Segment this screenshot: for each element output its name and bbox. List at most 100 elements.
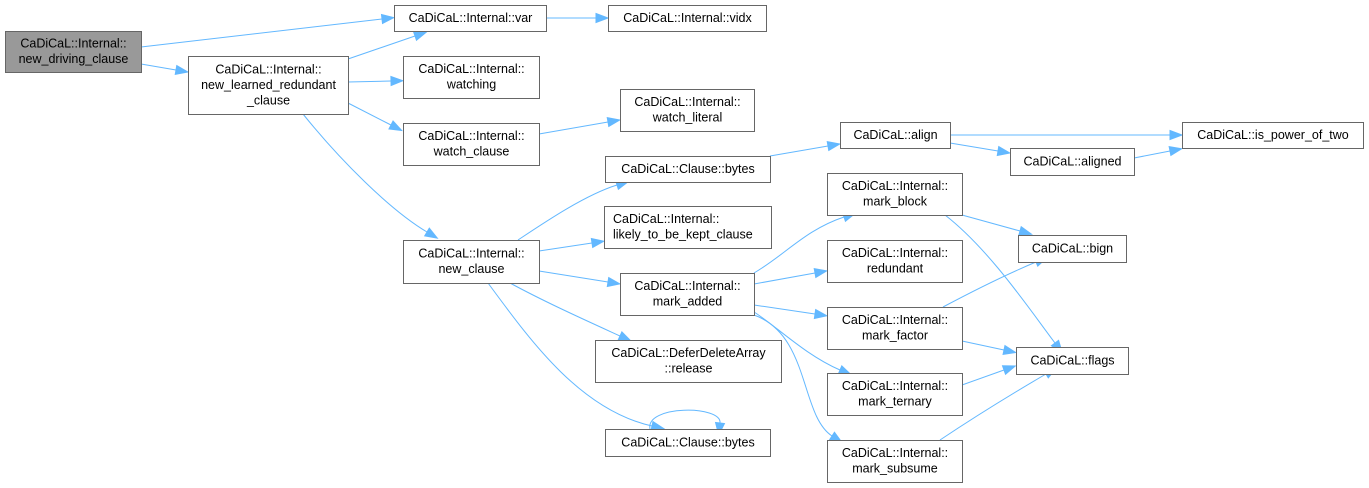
- node-align[interactable]: CaDiCaL::align: [840, 122, 951, 149]
- node-label: ::release: [665, 362, 713, 376]
- edge-line: [949, 142, 999, 152]
- edge-mark-added-to-redundant: [753, 267, 829, 285]
- node-watch-literal[interactable]: CaDiCaL::Internal::watch_literal: [620, 89, 755, 132]
- arrowhead-icon: [590, 237, 606, 249]
- arrowhead-icon: [380, 13, 396, 25]
- node-label: CaDiCaL::Internal::: [634, 279, 740, 293]
- node-label: watching: [446, 78, 496, 92]
- node-mark-block[interactable]: CaDiCaL::Internal::mark_block: [827, 173, 963, 216]
- edge-line: [140, 63, 177, 71]
- node-box[interactable]: [604, 206, 772, 249]
- edge-line: [769, 145, 829, 157]
- node-vidx[interactable]: CaDiCaL::Internal::vidx: [608, 5, 767, 32]
- edge-line: [939, 373, 1047, 441]
- edge-mark-ternary-to-flags: [961, 365, 1017, 386]
- node-box[interactable]: [827, 307, 963, 350]
- node-box[interactable]: [403, 56, 540, 99]
- node-label: new_driving_clause: [19, 52, 129, 66]
- node-box[interactable]: [403, 123, 540, 166]
- edge-mark-added-to-mark-factor: [753, 304, 829, 320]
- node-label: CaDiCaL::Internal::var: [409, 11, 533, 25]
- node-label: new_clause: [438, 262, 504, 276]
- node-box[interactable]: [605, 156, 771, 183]
- node-mark-ternary[interactable]: CaDiCaL::Internal::mark_ternary: [827, 373, 963, 416]
- edge-align-to-is-power-of-two: [950, 129, 1184, 141]
- edge-new-learned-redundant-clause-to-watching: [347, 75, 405, 87]
- node-box[interactable]: [827, 173, 963, 216]
- node-box[interactable]: [840, 122, 951, 149]
- node-label: CaDiCaL::aligned: [1024, 154, 1122, 168]
- edge-line: [347, 80, 392, 83]
- arrowhead-icon: [1002, 344, 1018, 356]
- arrowhead-icon: [826, 140, 842, 152]
- arrowhead-icon: [595, 12, 610, 24]
- node-box[interactable]: [827, 240, 963, 283]
- edge-new-learned-redundant-clause-to-new-clause: [302, 113, 439, 239]
- node-box[interactable]: [827, 373, 963, 416]
- node-box[interactable]: [403, 240, 540, 284]
- edge-line: [753, 304, 816, 315]
- node-label: CaDiCaL::Clause::bytes: [621, 162, 754, 176]
- arrowhead-icon: [423, 227, 439, 239]
- edge-line: [487, 282, 653, 427]
- node-label: CaDiCaL::Internal::: [418, 62, 524, 76]
- arrowhead-icon: [606, 276, 622, 288]
- node-box[interactable]: [1016, 347, 1129, 375]
- node-box[interactable]: [1182, 122, 1364, 149]
- node-box[interactable]: [620, 273, 755, 316]
- node-mark-factor[interactable]: CaDiCaL::Internal::mark_factor: [827, 307, 963, 350]
- node-mark-added[interactable]: CaDiCaL::Internal::mark_added: [620, 273, 755, 316]
- node-defer-release[interactable]: CaDiCaL::DeferDeleteArray::release: [595, 340, 782, 383]
- node-new-driving-clause: CaDiCaL::Internal::new_driving_clause: [5, 31, 142, 73]
- node-box[interactable]: [394, 5, 547, 32]
- edge-mark-factor-to-flags: [961, 340, 1018, 356]
- edge-new-clause-to-likely-to-be-kept-clause: [538, 237, 606, 252]
- node-mark-subsume[interactable]: CaDiCaL::Internal::mark_subsume: [827, 440, 963, 483]
- edge-line: [517, 184, 618, 241]
- node-box[interactable]: [608, 5, 767, 32]
- node-new-learned-redundant-clause[interactable]: CaDiCaL::Internal::new_learned_redundant…: [188, 56, 349, 115]
- node-var[interactable]: CaDiCaL::Internal::var: [394, 5, 547, 32]
- nodes-layer: CaDiCaL::Internal::new_driving_clauseCaD…: [5, 5, 1364, 483]
- node-box[interactable]: [188, 56, 349, 115]
- node-box[interactable]: [620, 89, 755, 132]
- node-label: CaDiCaL::Internal::: [842, 246, 948, 260]
- edge-new-driving-clause-to-var: [140, 13, 396, 48]
- node-bign[interactable]: CaDiCaL::bign: [1018, 235, 1127, 263]
- edge-line: [961, 340, 1005, 351]
- edge-var-to-vidx: [546, 12, 610, 24]
- node-clause-bytes-top[interactable]: CaDiCaL::Clause::bytes: [605, 156, 771, 183]
- node-aligned[interactable]: CaDiCaL::aligned: [1010, 148, 1135, 176]
- node-watching[interactable]: CaDiCaL::Internal::watching: [403, 56, 540, 99]
- edge-line: [1133, 150, 1171, 159]
- node-label: CaDiCaL::Internal::: [20, 37, 126, 51]
- node-label: watch_literal: [652, 111, 722, 125]
- node-likely-to-be-kept-clause[interactable]: CaDiCaL::Internal::likely_to_be_kept_cla…: [604, 206, 772, 249]
- node-label: redundant: [867, 262, 924, 276]
- node-box[interactable]: [827, 440, 963, 483]
- edge-new-clause-to-defer-release: [509, 282, 633, 342]
- node-redundant[interactable]: CaDiCaL::Internal::redundant: [827, 240, 963, 283]
- node-box[interactable]: [1018, 235, 1127, 263]
- node-clause-bytes-bottom[interactable]: CaDiCaL::Clause::bytes: [605, 429, 771, 457]
- edge-line: [347, 102, 392, 126]
- node-box[interactable]: [1010, 148, 1135, 176]
- node-watch-clause[interactable]: CaDiCaL::Internal::watch_clause: [403, 123, 540, 166]
- arrowhead-icon: [1168, 145, 1184, 157]
- edge-line: [140, 18, 383, 48]
- node-label: CaDiCaL::Internal::: [634, 95, 740, 109]
- arrowhead-icon: [606, 116, 622, 128]
- node-new-clause[interactable]: CaDiCaL::Internal::new_clause: [403, 240, 540, 284]
- arrowhead-icon: [617, 331, 633, 342]
- node-box[interactable]: [595, 340, 782, 383]
- edge-line: [944, 214, 1056, 344]
- node-label: CaDiCaL::Internal::: [842, 446, 948, 460]
- edge-new-clause-to-mark-added: [538, 270, 622, 288]
- node-label: CaDiCaL::Internal::: [613, 212, 719, 226]
- arrowhead-icon: [996, 145, 1012, 157]
- node-box[interactable]: [605, 429, 771, 457]
- node-flags[interactable]: CaDiCaL::flags: [1016, 347, 1129, 375]
- node-is-power-of-two[interactable]: CaDiCaL::is_power_of_two: [1182, 122, 1364, 149]
- edge-line: [753, 311, 841, 371]
